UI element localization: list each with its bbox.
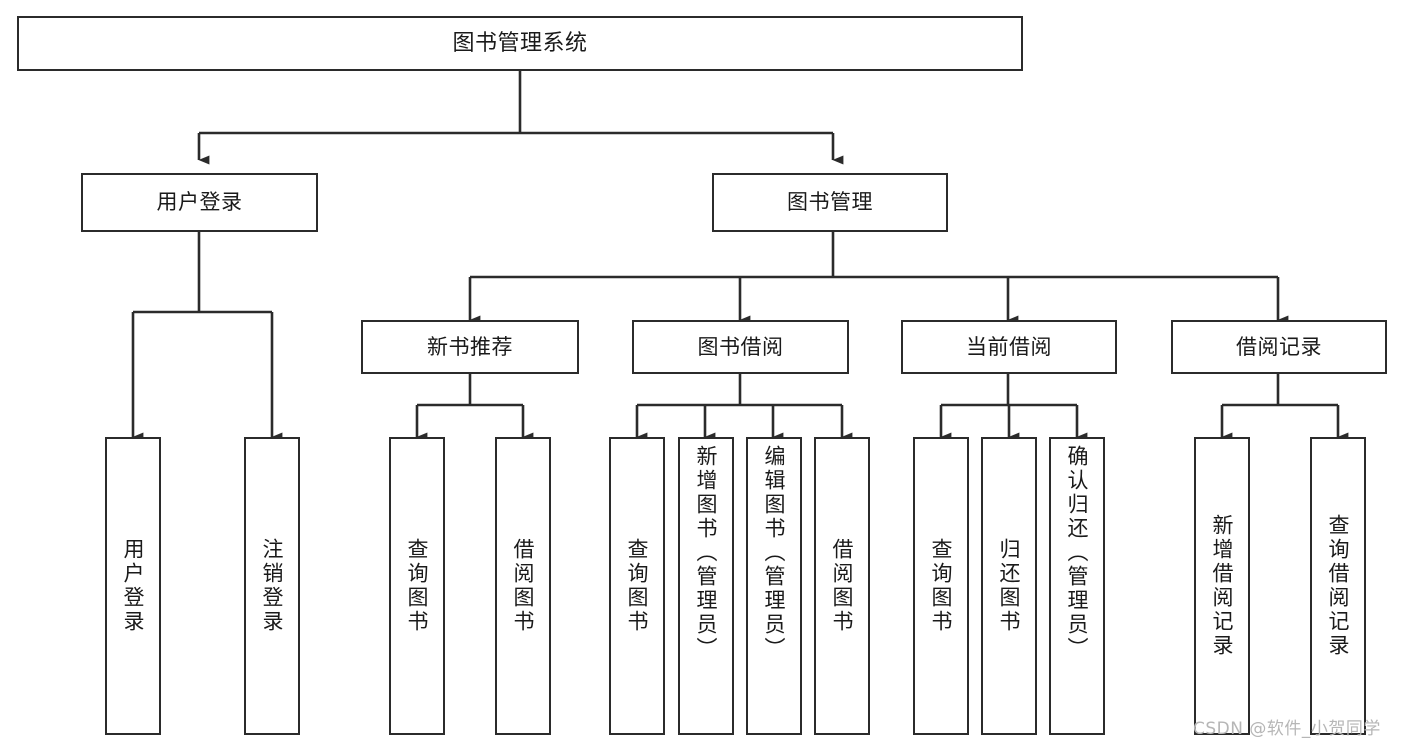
leaf-recommend-query-book-label: 查询图书: [405, 538, 430, 634]
leaf-logout[interactable]: 注销登录: [244, 437, 300, 735]
node-book-management-label: 图书管理: [787, 190, 873, 215]
leaf-user-login-label: 用户登录: [121, 538, 146, 634]
leaf-record-add[interactable]: 新增借阅记录: [1194, 437, 1250, 735]
leaf-record-query[interactable]: 查询借阅记录: [1310, 437, 1366, 735]
node-current-borrow-label: 当前借阅: [966, 334, 1052, 359]
leaf-current-confirm-return[interactable]: 确认归还（管理员）: [1049, 437, 1105, 735]
leaf-borrow-add-book-label: 新增图书（管理员）: [694, 445, 719, 661]
node-borrow-record-label: 借阅记录: [1236, 334, 1322, 359]
node-book-borrow[interactable]: 图书借阅: [632, 320, 849, 374]
leaf-current-return-book[interactable]: 归还图书: [981, 437, 1037, 735]
leaf-current-query-book-label: 查询图书: [929, 538, 954, 634]
node-borrow-record[interactable]: 借阅记录: [1171, 320, 1387, 374]
node-book-borrow-label: 图书借阅: [697, 334, 784, 359]
leaf-borrow-edit-book-label: 编辑图书（管理员）: [762, 445, 787, 661]
node-book-management[interactable]: 图书管理: [712, 173, 948, 232]
node-root-label: 图书管理系统: [452, 30, 588, 56]
leaf-user-login[interactable]: 用户登录: [105, 437, 161, 735]
leaf-recommend-borrow-book[interactable]: 借阅图书: [495, 437, 551, 735]
node-current-borrow[interactable]: 当前借阅: [901, 320, 1117, 374]
node-new-book-recommend-label: 新书推荐: [427, 334, 513, 359]
csdn-watermark: CSDN @软件_小贺同学: [1193, 719, 1381, 739]
leaf-borrow-query-book[interactable]: 查询图书: [609, 437, 665, 735]
leaf-recommend-query-book[interactable]: 查询图书: [389, 437, 445, 735]
leaf-record-query-label: 查询借阅记录: [1326, 514, 1351, 658]
node-root[interactable]: 图书管理系统: [17, 16, 1023, 71]
leaf-record-add-label: 新增借阅记录: [1210, 514, 1235, 658]
leaf-current-confirm-return-label: 确认归还（管理员）: [1065, 445, 1090, 661]
leaf-borrow-borrow-book-label: 借阅图书: [830, 538, 855, 634]
leaf-current-query-book[interactable]: 查询图书: [913, 437, 969, 735]
node-user-login[interactable]: 用户登录: [81, 173, 318, 232]
leaf-borrow-edit-book[interactable]: 编辑图书（管理员）: [746, 437, 802, 735]
leaf-recommend-borrow-book-label: 借阅图书: [511, 538, 536, 634]
leaf-borrow-query-book-label: 查询图书: [625, 538, 650, 634]
leaf-borrow-borrow-book[interactable]: 借阅图书: [814, 437, 870, 735]
node-user-login-label: 用户登录: [156, 190, 243, 215]
leaf-logout-label: 注销登录: [260, 538, 285, 634]
node-new-book-recommend[interactable]: 新书推荐: [361, 320, 579, 374]
leaf-current-return-book-label: 归还图书: [997, 538, 1022, 634]
leaf-borrow-add-book[interactable]: 新增图书（管理员）: [678, 437, 734, 735]
